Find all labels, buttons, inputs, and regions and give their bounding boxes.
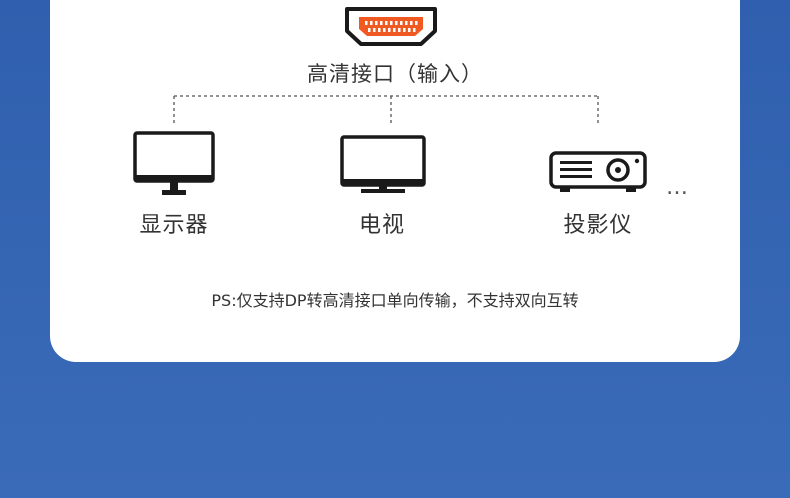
device-label-monitor: 显示器 [139, 213, 209, 238]
hdmi-port-icon [345, 7, 437, 46]
device-label-projector: 投影仪 [563, 213, 633, 238]
note-text: PS:仅支持DP转高清接口单向传输，不支持双向互转 [211, 291, 579, 310]
tv-icon [340, 135, 426, 193]
monitor-icon [133, 131, 215, 195]
more-indicator: … [666, 175, 690, 200]
device-label-tv: 电视 [358, 213, 405, 238]
projector-icon [549, 151, 647, 192]
port-label: 高清接口（输入） [307, 62, 483, 86]
